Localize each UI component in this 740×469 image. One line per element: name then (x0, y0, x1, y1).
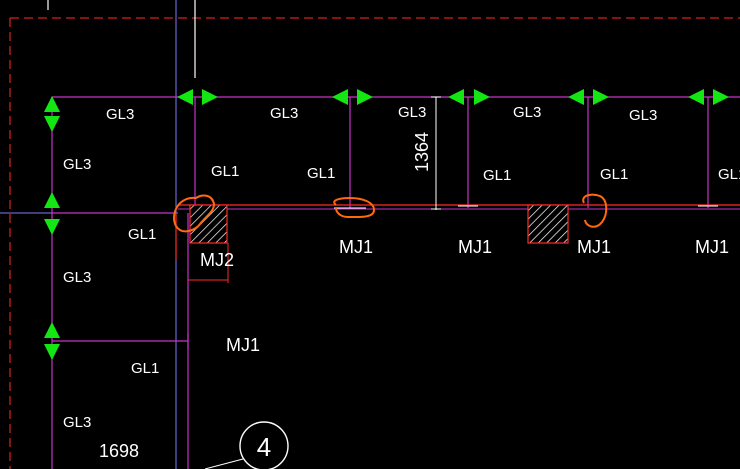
gl3-top-label: GL3 (629, 107, 657, 124)
beam-ticks (334, 205, 718, 209)
drawing-border (9, 17, 740, 469)
wall-lines (175, 204, 740, 283)
triangle-arrow-icon (448, 89, 464, 105)
mj1-label: MJ1 (458, 237, 492, 257)
gl1-vertical-label: GL1 (211, 163, 239, 180)
triangle-arrow-icon (202, 89, 218, 105)
mj2-label: MJ2 (200, 250, 234, 270)
hatched-columns (189, 204, 569, 244)
triangle-arrow-icon (44, 219, 60, 235)
gl3-top-label: GL3 (513, 104, 541, 121)
gl1-vertical-label: GL1 (483, 167, 511, 184)
triangle-arrow-icon (332, 89, 348, 105)
gl3-top-label: GL3 (270, 105, 298, 122)
axis-bubble: 4 (204, 421, 289, 469)
gl3-left-label: GL3 (63, 156, 91, 173)
axis-bubble-number: 4 (257, 432, 271, 462)
axis-lines (0, 0, 196, 469)
triangle-arrow-icon (688, 89, 704, 105)
triangle-arrow-icon (713, 89, 729, 105)
gl3-top-label: GL3 (106, 106, 134, 123)
triangle-arrow-icon (357, 89, 373, 105)
triangle-arrow-icon (44, 116, 60, 132)
dimension-1364: 1364 (412, 96, 441, 210)
triangle-arrow-icon (474, 89, 490, 105)
mj1-label: MJ1 (339, 237, 373, 257)
beam-labels: GL3 GL3 GL3 GL3 GL3 GL1 GL1 GL1 GL1 GL1 … (63, 104, 740, 461)
revision-cloud-icon (333, 196, 376, 219)
revision-markups (173, 193, 608, 233)
gl1-left-label: GL1 (131, 360, 159, 377)
gl3-left-label: GL3 (63, 414, 91, 431)
revision-cloud-icon (173, 194, 216, 233)
gl3-top-label: GL3 (398, 104, 426, 121)
hatched-column-icon (189, 204, 228, 244)
dim-1698-text: 1698 (99, 441, 139, 461)
triangle-arrow-icon (44, 344, 60, 360)
axis-bubble-circle (239, 421, 289, 469)
gl1-vertical-label: GL1 (600, 166, 628, 183)
gl1-left-label: GL1 (128, 226, 156, 243)
triangle-arrow-icon (568, 89, 584, 105)
axis-bubble-leader (204, 458, 244, 469)
beam-lines (51, 96, 740, 469)
triangle-arrow-icon (44, 96, 60, 112)
triangle-arrow-icon (177, 89, 193, 105)
hatched-column-icon (527, 204, 569, 244)
triangle-arrow-icon (593, 89, 609, 105)
triangle-arrow-icon (44, 322, 60, 338)
dim-1364-text: 1364 (412, 132, 432, 172)
mj1-label: MJ1 (695, 237, 729, 257)
gl1-vertical-label: GL1 (307, 165, 335, 182)
arrow-markers (44, 89, 729, 360)
gl3-left-label: GL3 (63, 269, 91, 286)
mj1-left-label: MJ1 (226, 335, 260, 355)
mj1-label: MJ1 (577, 237, 611, 257)
revision-cloud-icon (582, 193, 608, 228)
gl1-vertical-label: GL1 (718, 166, 740, 183)
triangle-arrow-icon (44, 192, 60, 208)
